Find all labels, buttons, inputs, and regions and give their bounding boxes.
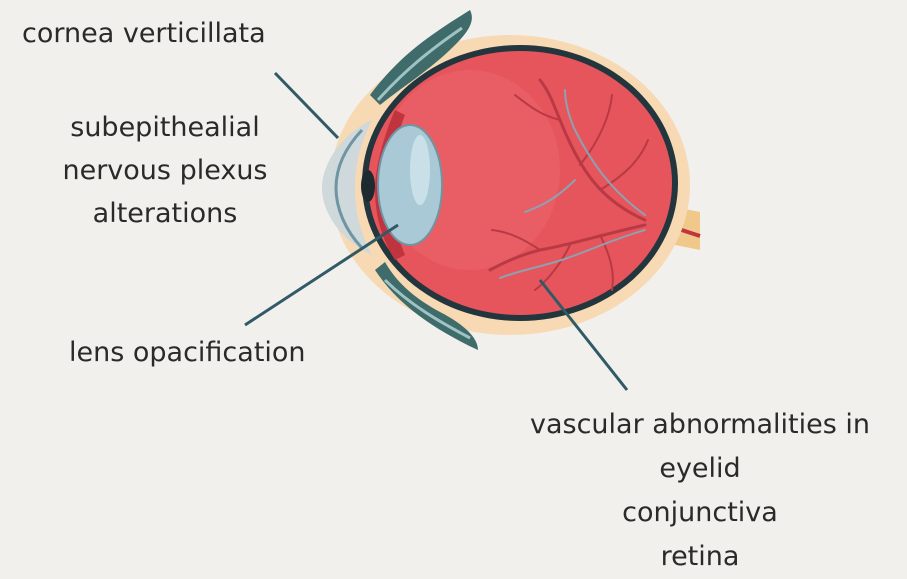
label-line: vascular abnormalities in [500,403,900,447]
label-line: alterations [40,192,290,235]
lens [378,125,442,245]
label-line: retina [500,535,900,579]
label-lens-opacification: lens opacification [69,339,306,366]
pupil [361,170,375,202]
label-cornea-verticillata: cornea verticillata [22,20,266,47]
label-line: conjunctiva [500,491,900,535]
label-vascular-abnormalities: vascular abnormalities in eyelid conjunc… [500,403,900,579]
label-line: nervous plexus [40,149,290,192]
label-line: eyelid [500,447,900,491]
label-subepithelial-plexus: subepithealial nervous plexus alteration… [40,106,290,235]
label-line: subepithealial [40,106,290,149]
